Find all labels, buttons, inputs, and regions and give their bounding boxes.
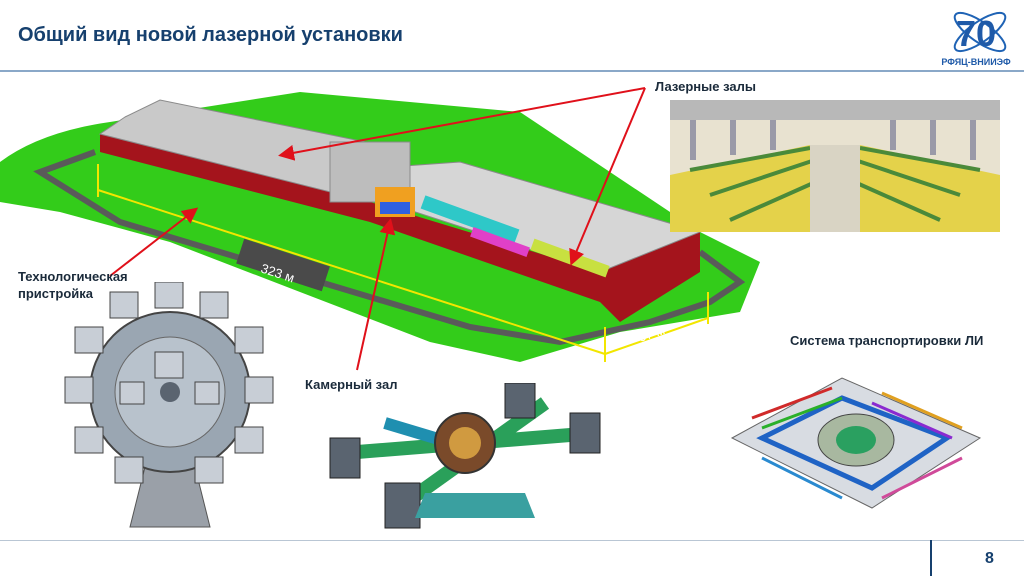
- footer-accent-bar: [930, 540, 932, 576]
- laser-bay-1: [420, 195, 520, 243]
- building-front: [100, 134, 700, 322]
- logo-caption: РФЯЦ-ВНИИЭФ: [941, 57, 1011, 67]
- chamber-hall-image: [329, 383, 601, 529]
- logo-number: 70: [956, 13, 996, 54]
- arrow-laser-hall-1: [278, 87, 646, 161]
- transport-system-image: [730, 377, 982, 509]
- arrow-tech-annex: [109, 207, 199, 277]
- label-laser-halls: Лазерные залы: [655, 79, 756, 94]
- laser-hall-interior-image: [670, 100, 1000, 232]
- label-tech-annex: Технологическая пристройка: [18, 268, 128, 302]
- chamber-equipment-blue: [380, 202, 410, 214]
- title-divider: [0, 70, 1024, 72]
- label-tech-annex-line1: Технологическая: [18, 269, 128, 284]
- vniief-logo: 70 РФЯЦ-ВНИИЭФ: [941, 11, 1011, 67]
- footer-divider: [0, 540, 1024, 541]
- laser-bay-2: [470, 227, 530, 257]
- perimeter-road: [33, 149, 746, 346]
- target-chamber-image: [64, 282, 274, 528]
- label-tech-annex-line2: пристройка: [18, 286, 93, 301]
- page-number: 8: [985, 550, 994, 567]
- slide-title: Общий вид новой лазерной установки: [18, 24, 403, 46]
- label-transport-system: Система транспортировки ЛИ: [790, 333, 984, 348]
- parking-area: [236, 238, 330, 292]
- arrow-laser-hall-2: [569, 87, 646, 266]
- label-chamber-hall: Камерный зал: [305, 377, 398, 392]
- arrow-chamber-hall: [356, 218, 396, 371]
- width-dimension-line: [604, 317, 709, 355]
